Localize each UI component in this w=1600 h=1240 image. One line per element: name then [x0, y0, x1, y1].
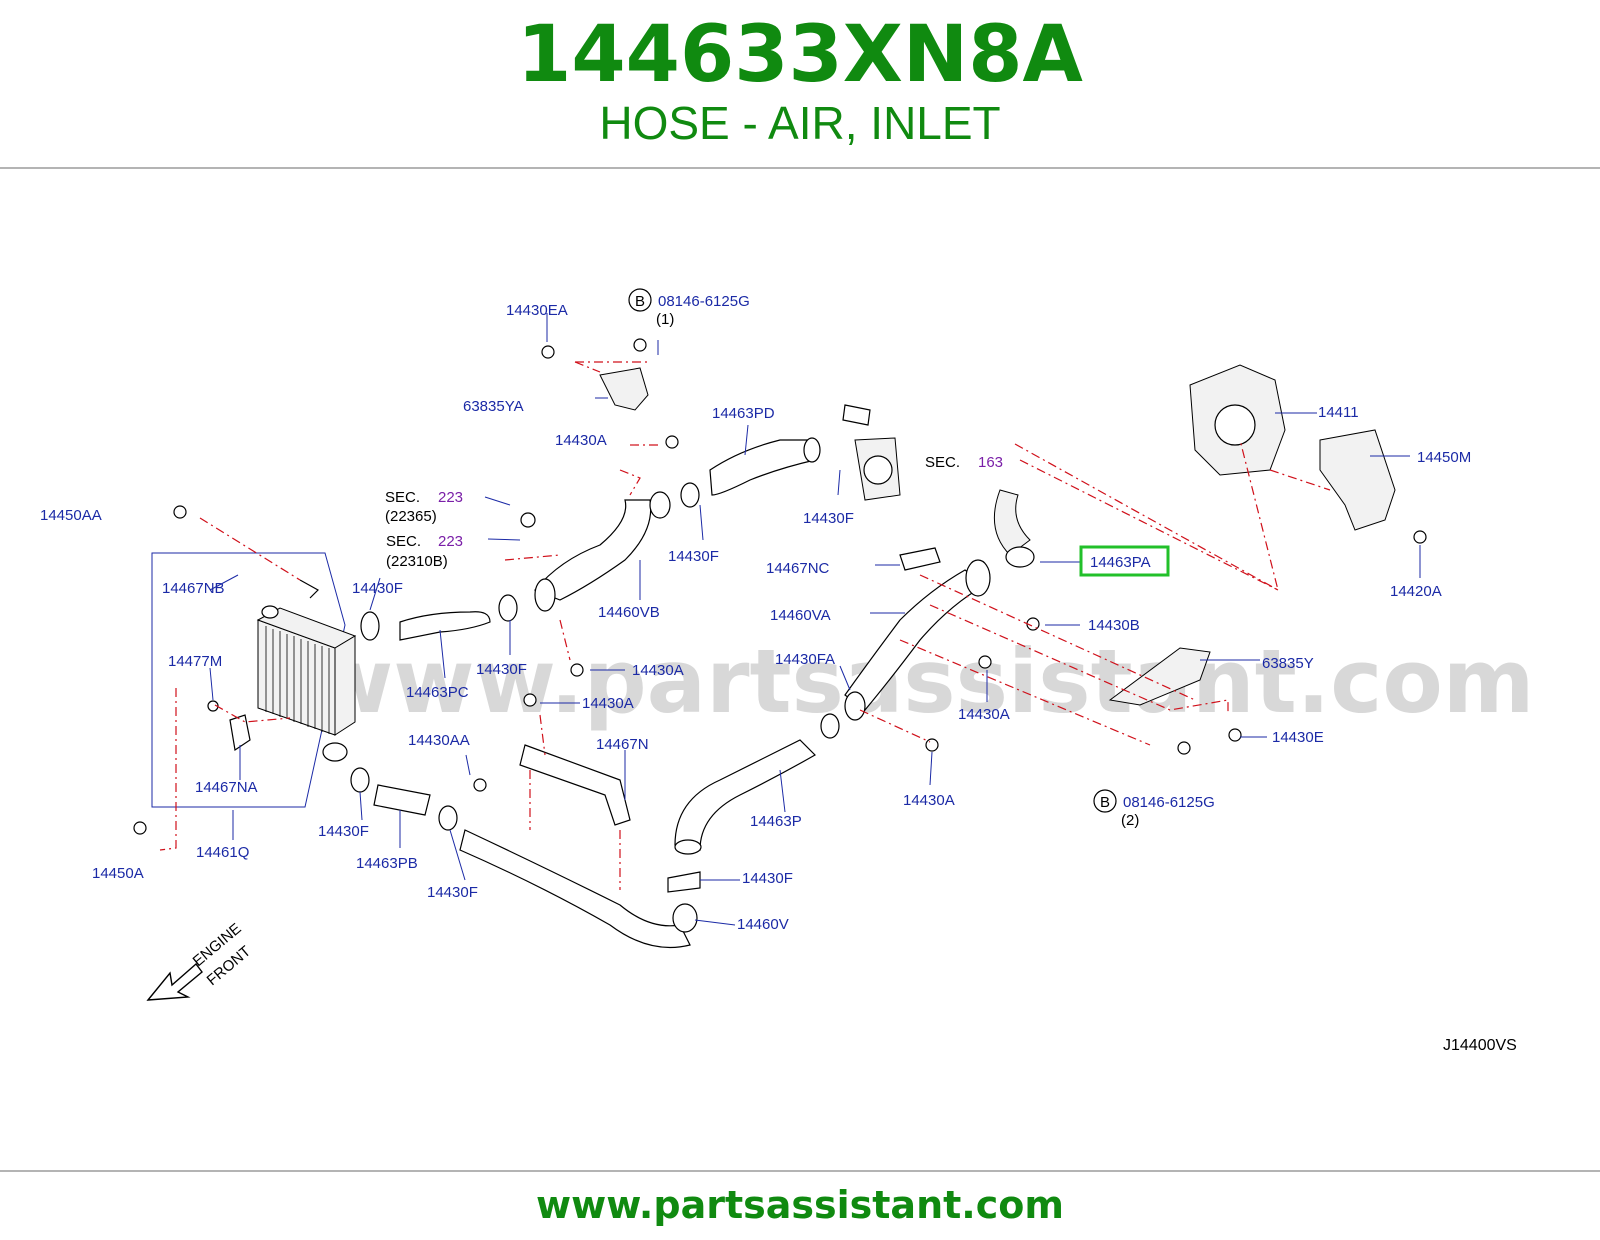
- tube-14460V: [459, 829, 691, 949]
- tube-14460VB: [534, 499, 652, 601]
- hose-14463PC: [399, 611, 491, 641]
- label-14477M[interactable]: 14477M: [168, 653, 222, 670]
- label-14450AA[interactable]: 14450AA: [40, 507, 102, 524]
- label-14430F-top[interactable]: 14430F: [803, 510, 854, 527]
- label-14463PA[interactable]: 14463PA: [1090, 554, 1151, 571]
- diagram-code: J14400VS: [1443, 1037, 1517, 1054]
- footer-divider: [0, 1170, 1600, 1172]
- label-14430A-3[interactable]: 14430A: [582, 695, 634, 712]
- label-14463PD[interactable]: 14463PD: [712, 405, 775, 422]
- bracket-63835Y: [1108, 647, 1211, 706]
- label-14430F-5[interactable]: 14430F: [318, 823, 369, 840]
- bracket-14467NC: [899, 547, 941, 571]
- label-14430F-7[interactable]: 14430F: [742, 870, 793, 887]
- b-marker-top: B: [635, 293, 645, 310]
- sec-223-a-number[interactable]: 223: [438, 489, 463, 506]
- label-14463PB[interactable]: 14463PB: [356, 855, 418, 872]
- label-leaders: [209, 313, 1421, 926]
- label-14411[interactable]: 14411: [1318, 404, 1359, 421]
- label-14460VB[interactable]: 14460VB: [598, 604, 660, 621]
- clamp-14430F-e: [438, 805, 458, 831]
- part-number-title: 144633XN8A: [517, 10, 1083, 100]
- hose-14463PA: [993, 489, 1031, 556]
- label-14461Q[interactable]: 14461Q: [196, 844, 249, 861]
- header-divider: [0, 167, 1600, 169]
- bracket-14467NB: [299, 579, 319, 599]
- sec-223-a-label: SEC.: [385, 489, 420, 506]
- hose-14463PD: [709, 439, 816, 496]
- engine-front-indicator: ENGINE FRONT: [146, 920, 254, 1001]
- label-14430AA[interactable]: 14430AA: [408, 732, 470, 749]
- label-14467NC[interactable]: 14467NC: [766, 560, 830, 577]
- clip-14430EA: [541, 345, 555, 359]
- front-arrow-icon: [146, 962, 203, 1001]
- label-14463P[interactable]: 14463P: [750, 813, 802, 830]
- sec-163-number[interactable]: 163: [978, 454, 1003, 471]
- bracket-63835YA: [599, 367, 649, 411]
- bolt-08146-top: [633, 338, 647, 352]
- label-14467NA[interactable]: 14467NA: [195, 779, 258, 796]
- label-14430EA[interactable]: 14430EA: [506, 302, 568, 319]
- clamp-14430F-f: [667, 871, 701, 893]
- insulator-14477M: [207, 700, 219, 712]
- label-14430F-4[interactable]: 14430F: [476, 661, 527, 678]
- footer-url[interactable]: www.partsassistant.com: [536, 1183, 1064, 1227]
- qty-1: (1): [656, 311, 674, 328]
- label-14430E[interactable]: 14430E: [1272, 729, 1324, 746]
- clamp-14430F-c: [680, 482, 700, 508]
- label-14430A-4[interactable]: 14430A: [958, 706, 1010, 723]
- label-14420A[interactable]: 14420A: [1390, 583, 1442, 600]
- part-name-subtitle: HOSE - AIR, INLET: [599, 97, 1001, 149]
- label-14430A-2[interactable]: 14430A: [632, 662, 684, 679]
- label-14430A-5[interactable]: 14430A: [903, 792, 955, 809]
- label-14463PC[interactable]: 14463PC: [406, 684, 469, 701]
- label-14430FA[interactable]: 14430FA: [775, 651, 835, 668]
- sec-223-a-ref: (22365): [385, 508, 437, 525]
- clamp-14430FA: [820, 713, 840, 739]
- label-14460VA[interactable]: 14460VA: [770, 607, 831, 624]
- hose-14463P: [674, 739, 816, 851]
- label-14450M[interactable]: 14450M: [1417, 449, 1471, 466]
- label-14450A[interactable]: 14450A: [92, 865, 144, 882]
- clamp-14430F-a: [360, 611, 380, 641]
- label-14430B[interactable]: 14430B: [1088, 617, 1140, 634]
- intercooler-core: [256, 605, 357, 762]
- sec-223-b-number[interactable]: 223: [438, 533, 463, 550]
- sec-223-b-ref: (22310B): [386, 553, 448, 570]
- bolt-marker-b-top: [628, 288, 652, 312]
- sec-163-label: SEC.: [925, 454, 960, 471]
- hose-14463PB: [373, 784, 431, 816]
- label-63835Y[interactable]: 63835Y: [1262, 655, 1314, 672]
- sec-223-b-label: SEC.: [386, 533, 421, 550]
- label-14430F-3[interactable]: 14430F: [352, 580, 403, 597]
- label-14430F-6[interactable]: 14430F: [427, 884, 478, 901]
- label-14467N[interactable]: 14467N: [596, 736, 649, 753]
- clamp-14430F-d: [350, 767, 370, 793]
- bracket-14467N: [519, 744, 631, 826]
- dash-leaders: [159, 361, 1331, 890]
- label-08146-6125G-top[interactable]: 08146-6125G: [658, 293, 750, 310]
- label-08146-6125G-bottom[interactable]: 08146-6125G: [1123, 794, 1215, 811]
- label-14460V[interactable]: 14460V: [737, 916, 789, 933]
- label-14430F-2[interactable]: 14430F: [668, 548, 719, 565]
- qty-2: (2): [1121, 812, 1139, 829]
- clamp-14430F-b: [498, 594, 518, 622]
- b-marker-bottom: B: [1100, 794, 1110, 811]
- watermark: www.partsassistant.com: [312, 630, 1535, 733]
- clamp-14430F-top: [842, 404, 871, 426]
- bolt-marker-b-bottom: [1093, 789, 1117, 813]
- label-14430A-1[interactable]: 14430A: [555, 432, 607, 449]
- label-14467NB[interactable]: 14467NB: [162, 580, 225, 597]
- bracket-14467NA: [229, 714, 251, 752]
- heat-shield-14450M: [1319, 429, 1396, 531]
- highlight-box-14463PA: [1079, 545, 1170, 577]
- bolts: [133, 435, 1427, 835]
- label-63835YA[interactable]: 63835YA: [463, 398, 524, 415]
